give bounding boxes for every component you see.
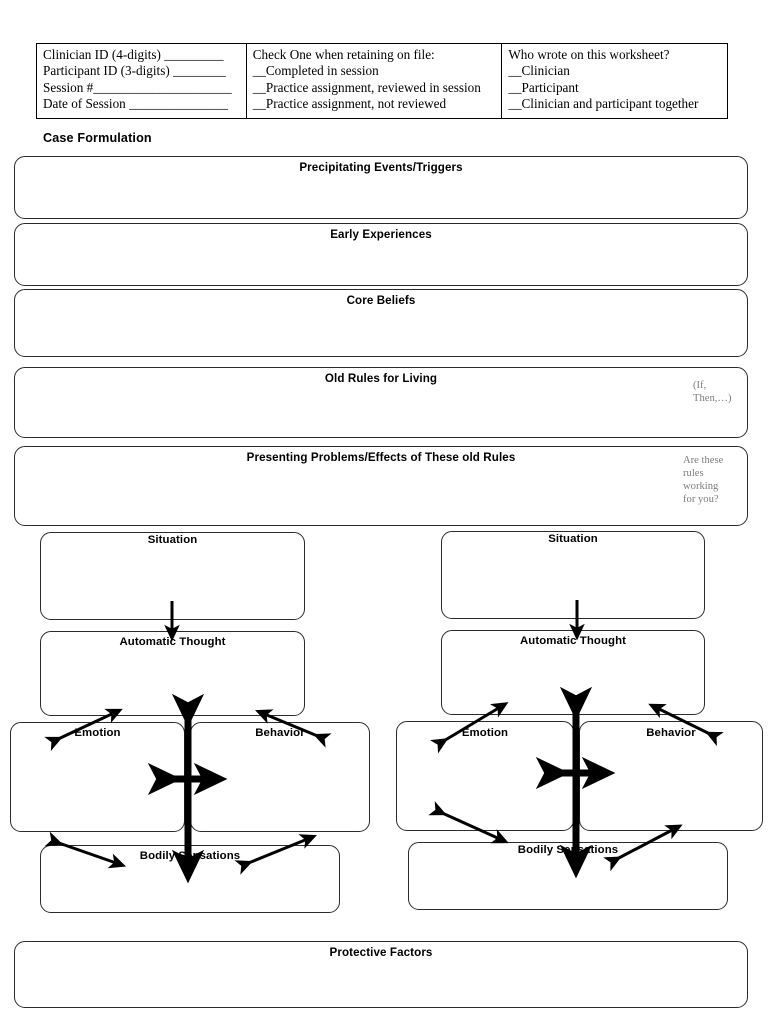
checkbox-completed-in-session[interactable]: __Completed in session — [252, 63, 379, 79]
header-cell-who-wrote: Who wrote on this worksheet? __Clinician… — [502, 44, 727, 118]
box-label-core-beliefs: Core Beliefs — [346, 294, 416, 307]
left-label-behavior: Behavior — [255, 727, 305, 739]
checkbox-participant[interactable]: __Participant — [508, 79, 579, 95]
worksheet-header-table: Clinician ID (4-digits) _________ Partic… — [36, 43, 728, 119]
checkbox-practice-reviewed[interactable]: __Practice assignment, reviewed in sessi… — [252, 79, 481, 95]
box-core-beliefs[interactable]: Core Beliefs — [14, 289, 748, 357]
header-cell-identifiers: Clinician ID (4-digits) _________ Partic… — [37, 44, 247, 118]
header-cell-retaining-on-file: Check One when retaining on file: __Comp… — [247, 44, 503, 118]
checkbox-clinician[interactable]: __Clinician — [508, 63, 570, 79]
right-label-automatic-thought: Automatic Thought — [519, 635, 627, 647]
box-label-precipitating-events: Precipitating Events/Triggers — [299, 161, 463, 174]
right-label-emotion: Emotion — [461, 727, 509, 739]
checkbox-practice-not-reviewed[interactable]: __Practice assignment, not reviewed — [252, 95, 447, 111]
box-protective-factors[interactable]: Protective Factors — [14, 941, 748, 1008]
box-label-early-experiences: Early Experiences — [330, 228, 432, 241]
note-are-these-rules-working: Are these rules working for you? — [683, 455, 724, 505]
box-label-presenting-problems: Presenting Problems/Effects of These old… — [246, 451, 516, 464]
session-number-field[interactable]: Session #_____________________ — [43, 79, 232, 95]
right-box-situation[interactable] — [441, 531, 705, 619]
date-of-session-field[interactable]: Date of Session _______________ — [43, 95, 228, 111]
right-label-situation: Situation — [548, 533, 598, 545]
clinician-id-field[interactable]: Clinician ID (4-digits) _________ — [43, 47, 224, 62]
box-old-rules-for-living[interactable]: Old Rules for Living (If, Then,…) — [14, 367, 748, 438]
who-wrote-prompt: Who wrote on this worksheet? — [508, 47, 670, 62]
retaining-prompt: Check One when retaining on file: — [252, 47, 435, 62]
page-title: Case Formulation — [43, 131, 152, 145]
left-label-emotion: Emotion — [74, 727, 121, 739]
left-label-bodily-sensations: Bodily Sensations — [139, 850, 241, 862]
participant-id-field[interactable]: Participant ID (3-digits) ________ — [43, 63, 226, 79]
box-label-protective-factors: Protective Factors — [329, 946, 433, 959]
box-early-experiences[interactable]: Early Experiences — [14, 223, 748, 286]
left-label-situation: Situation — [147, 534, 198, 546]
checkbox-clinician-and-participant[interactable]: __Clinician and participant together — [508, 95, 699, 111]
note-if-then: (If, Then,…) — [693, 380, 732, 404]
box-label-old-rules-for-living: Old Rules for Living — [324, 372, 438, 385]
right-label-bodily-sensations: Bodily Sensations — [517, 844, 619, 856]
right-label-behavior: Behavior — [646, 727, 696, 739]
box-presenting-problems[interactable]: Presenting Problems/Effects of These old… — [14, 446, 748, 526]
box-precipitating-events[interactable]: Precipitating Events/Triggers — [14, 156, 748, 219]
left-label-automatic-thought: Automatic Thought — [119, 636, 226, 648]
